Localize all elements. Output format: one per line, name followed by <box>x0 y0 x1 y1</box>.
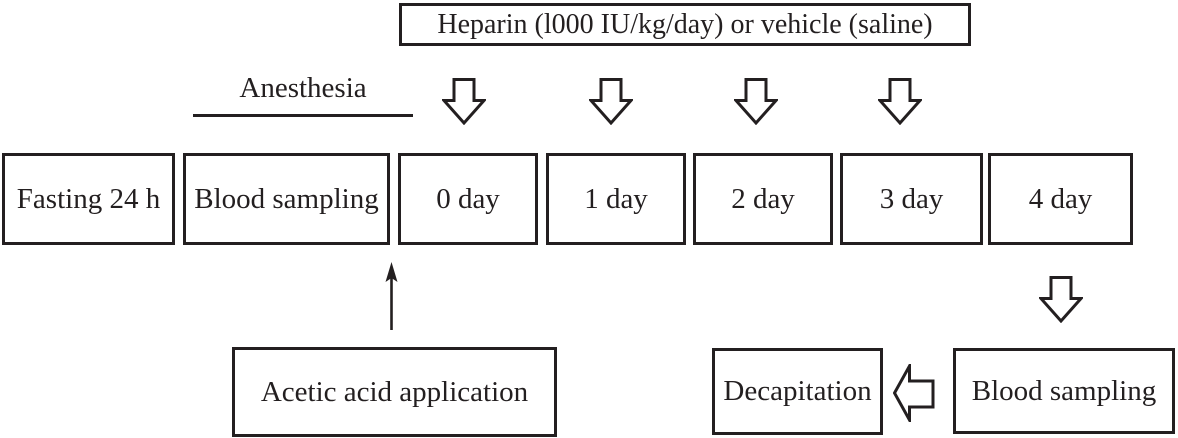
timeline-box-day-3: 3 day <box>840 153 983 245</box>
acetic-acid-label: Acetic acid application <box>260 375 529 408</box>
block-arrow-down-icon <box>734 78 778 125</box>
acetic-acid-box: Acetic acid application <box>232 347 557 437</box>
timeline-box-label: 0 day <box>436 182 500 215</box>
block-arrow-down-icon <box>878 78 922 125</box>
block-arrow-down-icon <box>589 78 633 125</box>
up-arrow-icon <box>385 262 398 330</box>
timeline-box-day-0: 0 day <box>398 153 538 245</box>
anesthesia-label: Anesthesia <box>239 72 367 104</box>
timeline-box-label: 1 day <box>584 182 648 215</box>
timeline-box-label: Blood sampling <box>194 182 379 215</box>
timeline-box-blood-sampling: Blood sampling <box>183 153 390 245</box>
final-blood-sampling-box: Blood sampling <box>953 348 1175 434</box>
decapitation-box: Decapitation <box>712 348 883 435</box>
block-arrow-left-icon <box>893 364 935 422</box>
block-arrow-down-icon <box>442 78 486 125</box>
treatment-label: Heparin (l000 IU/kg/day) or vehicle (sal… <box>437 8 933 40</box>
final-blood-sampling-label: Blood sampling <box>971 374 1157 407</box>
treatment-box: Heparin (l000 IU/kg/day) or vehicle (sal… <box>399 3 971 46</box>
decapitation-label: Decapitation <box>723 375 872 407</box>
timeline-box-label: Fasting 24 h <box>16 182 161 215</box>
block-arrow-down-icon <box>1039 276 1083 323</box>
anesthesia-underline <box>193 114 413 117</box>
timeline-box-day-1: 1 day <box>546 153 686 245</box>
timeline-box-day-2: 2 day <box>693 153 833 245</box>
timeline-box-day-4: 4 day <box>988 153 1133 245</box>
timeline-box-label: 2 day <box>731 182 795 215</box>
timeline-box-label: 4 day <box>1028 182 1093 215</box>
timeline-box-label: 3 day <box>879 182 944 215</box>
timeline-box-fasting: Fasting 24 h <box>2 153 175 245</box>
